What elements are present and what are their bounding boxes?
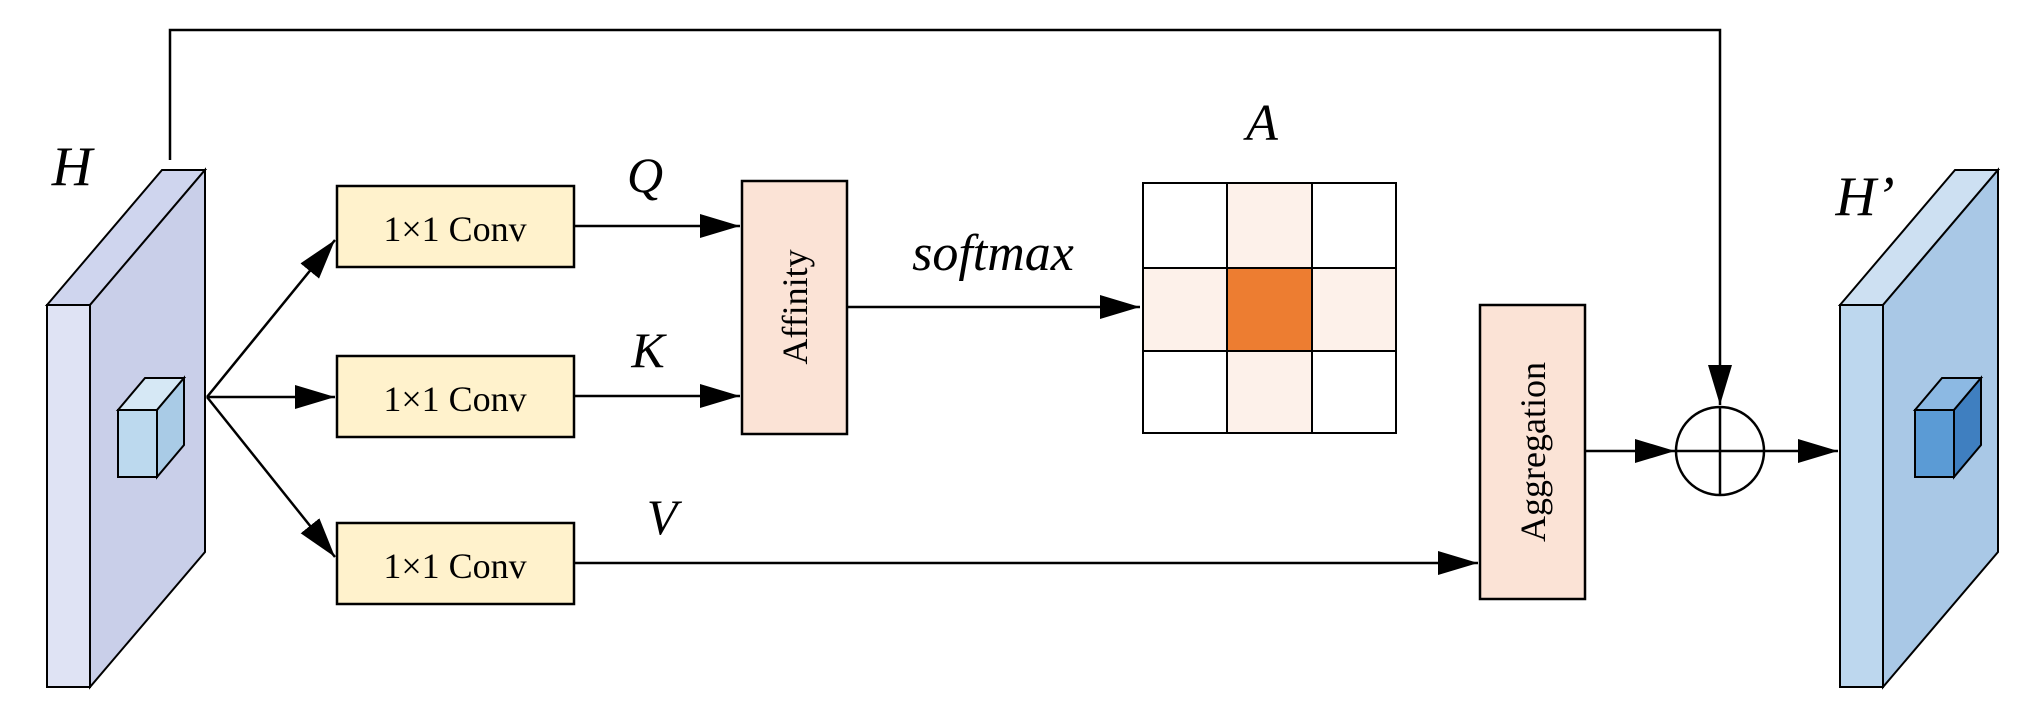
attention-cell	[1142, 182, 1228, 269]
affinity-box: Affinity	[740, 179, 849, 436]
conv-v-label: 1×1 Conv	[383, 546, 526, 586]
conv-q-box: 1×1 Conv	[335, 184, 576, 269]
conv-v-box: 1×1 Conv	[335, 521, 576, 606]
aggregation-label: Aggregation	[1513, 362, 1553, 542]
residual-connection-line	[168, 28, 1732, 405]
input-map-front	[46, 304, 91, 688]
output-map-front	[1839, 304, 1884, 688]
affinity-label: Affinity	[775, 249, 815, 364]
softmax-label: softmax	[912, 225, 1074, 282]
input-label: H	[51, 136, 95, 198]
output-label: H’	[1834, 166, 1894, 228]
attention-cell	[1311, 350, 1397, 434]
key-label: K	[630, 322, 667, 378]
arrow-to-conv-q	[206, 239, 336, 398]
attention-label: A	[1243, 95, 1278, 152]
output-feature-map	[1837, 167, 2001, 690]
conv-q-label: 1×1 Conv	[383, 209, 526, 249]
conv-k-box: 1×1 Conv	[335, 354, 576, 439]
attention-cell	[1142, 267, 1228, 352]
attention-cell	[1142, 350, 1228, 434]
conv-k-label: 1×1 Conv	[383, 379, 526, 419]
value-label: V	[647, 489, 683, 545]
aggregation-box: Aggregation	[1478, 303, 1587, 601]
attention-cell	[1226, 182, 1313, 269]
attention-cell	[1311, 267, 1397, 352]
arrow-to-conv-v	[206, 396, 336, 558]
attention-center-cell	[1226, 267, 1313, 352]
input-cube-icon	[115, 375, 187, 480]
output-cube-icon	[1912, 375, 1984, 480]
query-label: Q	[627, 147, 663, 203]
attention-cell	[1226, 350, 1313, 434]
element-wise-sum-icon	[1674, 405, 1766, 497]
attention-cell	[1311, 182, 1397, 269]
input-feature-map	[44, 167, 208, 690]
attention-grid	[1142, 182, 1397, 434]
